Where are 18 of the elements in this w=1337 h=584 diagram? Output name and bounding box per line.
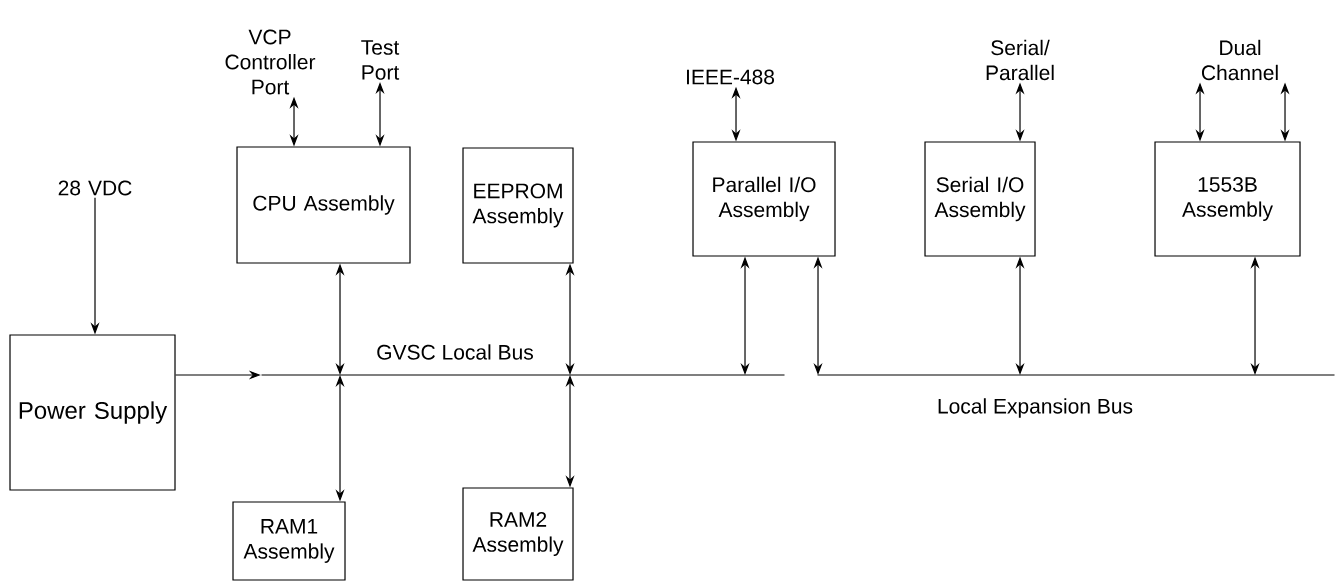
assembly-box: EEPROM Assembly xyxy=(462,147,574,264)
assembly-box: CPU Assembly xyxy=(236,146,411,264)
port-label: VCP Controller Port xyxy=(225,29,316,95)
assembly-box: RAM1 Assembly xyxy=(232,501,346,581)
port-label: Test Port xyxy=(361,40,400,80)
port-label: 28 VDC xyxy=(58,180,132,196)
bus-line xyxy=(816,374,1336,376)
bus-label: GVSC Local Bus xyxy=(377,344,533,360)
port-label: Serial/ Parallel xyxy=(986,39,1054,81)
port-label: IEEE-488 xyxy=(687,69,775,85)
assembly-box: Serial I/O Assembly xyxy=(924,141,1036,257)
assembly-box: Parallel I/O Assembly xyxy=(692,141,836,257)
bus-line xyxy=(260,374,786,376)
assembly-box: RAM2 Assembly xyxy=(462,487,574,581)
bus-label: Local Expansion Bus xyxy=(938,398,1133,418)
port-label: Dual Channel xyxy=(1201,39,1278,81)
assembly-box: Power Supply xyxy=(9,334,176,491)
assembly-box: 1553B Assembly xyxy=(1154,141,1301,257)
